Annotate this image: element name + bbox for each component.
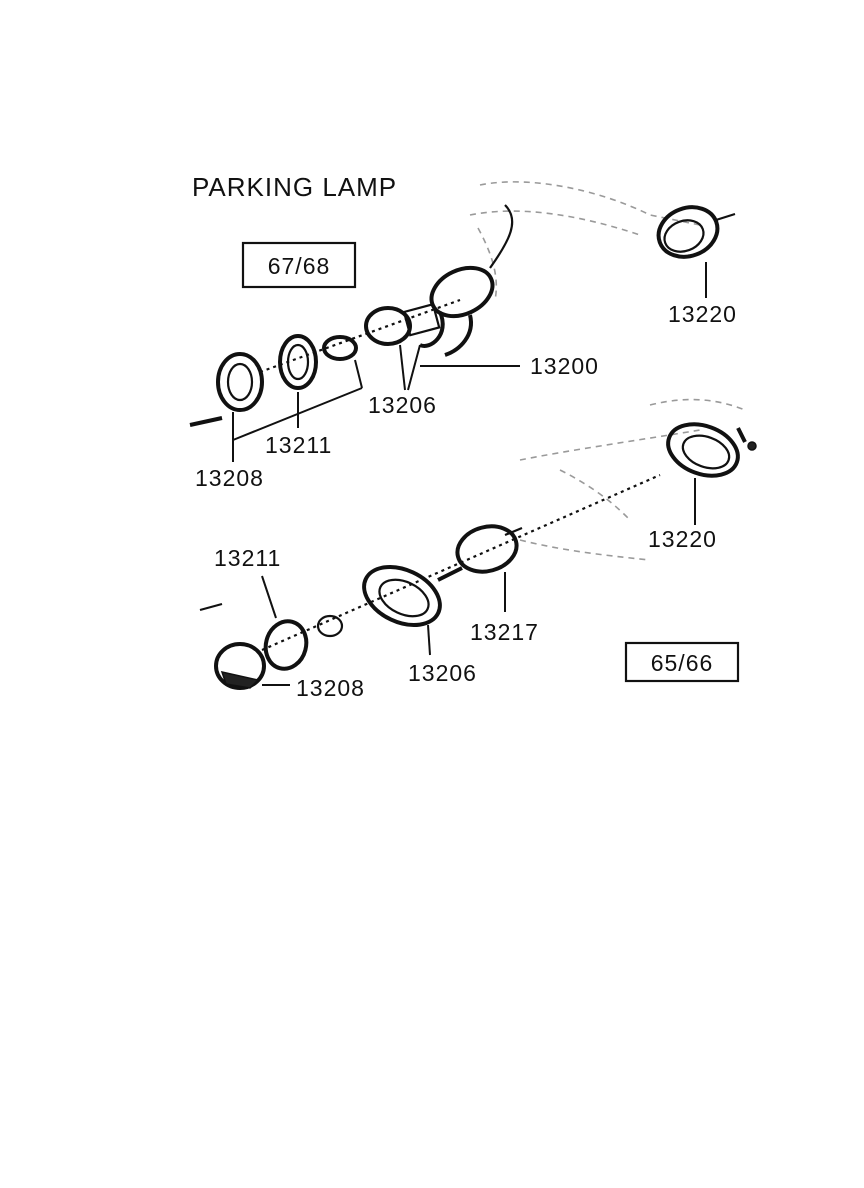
body-outline-lower-4 — [649, 398, 746, 411]
model-label-67-68: 67/68 — [268, 253, 331, 279]
label-13200: 13200 — [530, 353, 599, 379]
label-13217: 13217 — [470, 619, 539, 645]
housing-13220-upper — [656, 205, 736, 259]
lens-13208-lower — [199, 602, 266, 690]
socket-wiring-13200 — [419, 204, 514, 357]
gasket-13211-upper — [278, 334, 318, 390]
housing-13220-lower — [666, 422, 757, 478]
body-outline-lower-3 — [519, 539, 651, 561]
gasket-13211-lower — [263, 619, 309, 671]
label-13206-upper: 13206 — [368, 392, 437, 418]
leader-13211-lower — [261, 575, 277, 619]
label-13206-lower: 13206 — [408, 660, 477, 686]
diagram-title: PARKING LAMP — [192, 172, 397, 202]
label-13208-upper: 13208 — [195, 465, 264, 491]
leader-13206-upper-b — [407, 344, 421, 391]
model-box-67-68: 67/68 — [241, 241, 357, 289]
upper-assembly: 67/68 13220 13200 13206 — [189, 181, 737, 491]
label-13211-upper: 13211 — [265, 432, 332, 458]
body-outline-upper — [479, 181, 701, 226]
gasket-13217 — [455, 524, 523, 574]
screw-upper — [189, 416, 223, 427]
label-13208-lower: 13208 — [296, 675, 365, 701]
axis-upper — [259, 298, 461, 374]
bulb-lower — [316, 614, 344, 638]
leader-13206-lower — [427, 624, 431, 656]
label-13220-upper: 13220 — [668, 301, 737, 327]
lens-13208-upper — [189, 352, 264, 427]
model-box-65-66: 65/66 — [624, 641, 740, 683]
lower-assembly: 13220 13217 13206 13211 — [199, 398, 757, 701]
bulb-socket-13206-upper — [364, 302, 441, 346]
leader-13206-upper-a — [399, 344, 406, 391]
label-13220-lower: 13220 — [648, 526, 717, 552]
body-outline-upper-2 — [469, 210, 641, 236]
model-label-65-66: 65/66 — [651, 650, 714, 676]
body-outline-lower-2 — [559, 469, 631, 521]
leader-chain-upper — [232, 387, 363, 441]
bulb-upper — [322, 335, 358, 361]
leader-bulb-upper — [354, 359, 363, 389]
screw-lower — [199, 602, 223, 612]
label-13211-lower: 13211 — [214, 545, 281, 571]
socket-13206-lower — [362, 564, 463, 628]
axis-lower — [261, 473, 661, 652]
